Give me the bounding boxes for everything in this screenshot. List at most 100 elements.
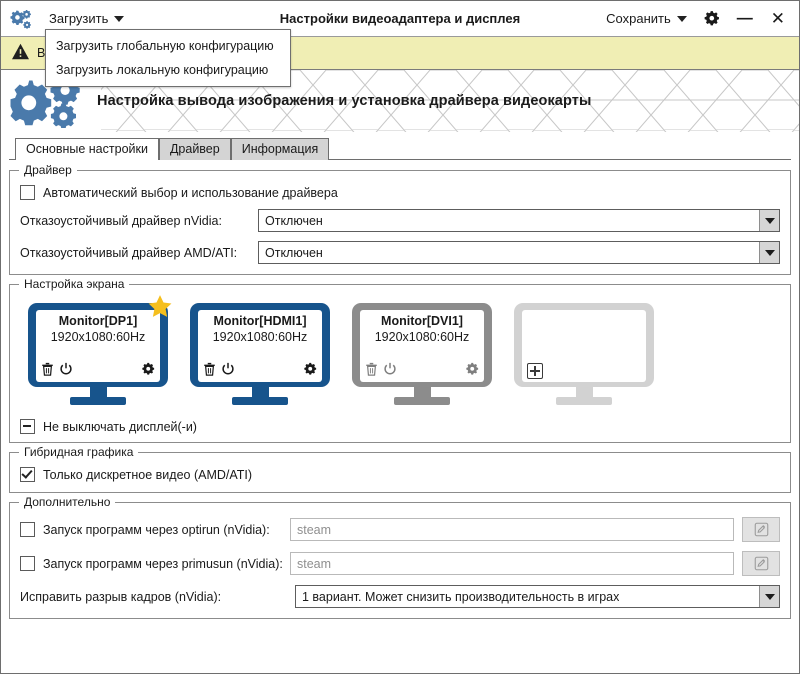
driver-group: Драйвер Автоматический выбор и использов…: [9, 163, 791, 275]
power-icon[interactable]: [59, 362, 73, 379]
minimize-button[interactable]: —: [736, 9, 753, 27]
chevron-down-icon[interactable]: [759, 586, 779, 607]
optirun-row: Запуск программ через optirun (nVidia): …: [20, 517, 780, 542]
driver-group-legend: Драйвер: [19, 163, 77, 177]
settings-gear-button[interactable]: [701, 8, 723, 30]
discrete-only-label: Только дискретное видео (AMD/ATI): [43, 467, 253, 482]
optirun-input[interactable]: steam: [290, 518, 734, 541]
menu-item-load-local[interactable]: Загрузить локальную конфигурацию: [56, 63, 269, 77]
monitor-card[interactable]: Monitor[HDMI1] 1920x1080:60Hz: [190, 303, 330, 405]
monitor-name: Monitor[DVI1]: [381, 314, 463, 328]
amd-fallback-row: Отказоустойчивый драйвер AMD/ATI: Отключ…: [20, 241, 780, 264]
monitor-neck: [413, 387, 431, 397]
trash-icon[interactable]: [365, 362, 378, 379]
add-monitor-card[interactable]: [514, 303, 654, 405]
monitor-base: [232, 397, 288, 405]
gear-icon[interactable]: [141, 362, 155, 379]
power-icon[interactable]: [221, 362, 235, 379]
gear-icon[interactable]: [465, 362, 479, 379]
primusrun-input[interactable]: steam: [290, 552, 734, 575]
tab-information[interactable]: Информация: [230, 138, 330, 160]
nvidia-fallback-row: Отказоустойчивый драйвер nVidia: Отключе…: [20, 209, 780, 232]
banner: Настройка вывода изображения и установка…: [1, 70, 799, 132]
tearfix-label: Исправить разрыв кадров (nVidia):: [20, 589, 222, 604]
advanced-group-legend: Дополнительно: [19, 495, 116, 509]
tearfix-value: 1 вариант. Может снизить производительно…: [302, 589, 620, 604]
screen-settings-group: Настройка экрана Monitor[DP1] 1920x1080:…: [9, 277, 791, 443]
power-icon[interactable]: [383, 362, 397, 379]
optirun-checkbox[interactable]: [20, 522, 35, 537]
keep-displays-on-row[interactable]: Не выключать дисплей(-и): [20, 419, 780, 434]
amd-fallback-label: Отказоустойчивый драйвер AMD/ATI:: [20, 245, 238, 260]
monitor-actions: [41, 362, 155, 379]
chevron-down-icon[interactable]: [759, 210, 779, 231]
tab-driver[interactable]: Драйвер: [158, 138, 231, 160]
tab-underline: [9, 159, 791, 160]
chevron-down-icon[interactable]: [759, 242, 779, 263]
monitor-screen[interactable]: Monitor[HDMI1] 1920x1080:60Hz: [190, 303, 330, 387]
tearfix-row: Исправить разрыв кадров (nVidia): 1 вари…: [20, 585, 780, 608]
close-button[interactable]: ✕: [770, 9, 785, 28]
monitor-screen-inner: Monitor[HDMI1] 1920x1080:60Hz: [198, 310, 322, 382]
tab-label: Информация: [241, 142, 319, 156]
discrete-only-checkbox[interactable]: [20, 467, 35, 482]
screen-group-legend: Настройка экрана: [19, 277, 130, 291]
monitor-list: Monitor[DP1] 1920x1080:60Hz: [20, 295, 780, 407]
amd-fallback-value: Отключен: [265, 245, 323, 260]
amd-fallback-select[interactable]: Отключен: [258, 241, 780, 264]
app-gears-icon: [9, 7, 33, 31]
load-menu-label: Загрузить: [49, 11, 109, 26]
discrete-only-row[interactable]: Только дискретное видео (AMD/ATI): [20, 467, 780, 482]
chevron-down-icon: [114, 15, 125, 22]
trash-icon[interactable]: [41, 362, 54, 379]
monitor-resolution: 1920x1080:60Hz: [212, 330, 308, 344]
monitor-screen-inner: Monitor[DVI1] 1920x1080:60Hz: [360, 310, 484, 382]
menu-item-load-global[interactable]: Загрузить глобальную конфигурацию: [56, 39, 274, 53]
advanced-group: Дополнительно Запуск программ через opti…: [9, 495, 791, 619]
auto-driver-row[interactable]: Автоматический выбор и использование дра…: [20, 185, 780, 200]
trash-icon[interactable]: [203, 362, 216, 379]
keep-displays-on-checkbox[interactable]: [20, 419, 35, 434]
monitor-base: [70, 397, 126, 405]
nvidia-fallback-label: Отказоустойчивый драйвер nVidia:: [20, 213, 222, 228]
add-monitor-screen[interactable]: [514, 303, 654, 387]
save-menu-button[interactable]: Сохранить: [602, 8, 691, 29]
star-icon: [146, 293, 174, 321]
monitor-screen-inner: Monitor[DP1] 1920x1080:60Hz: [36, 310, 160, 382]
monitor-base: [394, 397, 450, 405]
gear-icon[interactable]: [303, 362, 317, 379]
primusrun-edit-button[interactable]: [742, 551, 780, 576]
monitor-neck: [89, 387, 107, 397]
auto-driver-label: Автоматический выбор и использование дра…: [43, 185, 338, 200]
plus-icon[interactable]: [527, 363, 543, 379]
keep-displays-on-label: Не выключать дисплей(-и): [43, 419, 197, 434]
load-dropdown-menu[interactable]: Загрузить глобальную конфигурацию Загруз…: [45, 29, 291, 87]
tearfix-select[interactable]: 1 вариант. Может снизить производительно…: [295, 585, 780, 608]
load-menu-button[interactable]: Загрузить: [43, 8, 130, 29]
optirun-edit-button[interactable]: [742, 517, 780, 542]
primusrun-row: Запуск программ через primusun (nVidia):…: [20, 551, 780, 576]
pencil-icon: [754, 556, 768, 571]
primusrun-checkbox[interactable]: [20, 556, 35, 571]
monitor-base: [556, 397, 612, 405]
monitor-screen[interactable]: Monitor[DP1] 1920x1080:60Hz: [28, 295, 172, 387]
warning-text: В: [37, 46, 46, 60]
monitor-card[interactable]: Monitor[DVI1] 1920x1080:60Hz: [352, 303, 492, 405]
tab-main-settings[interactable]: Основные настройки: [15, 138, 159, 160]
add-monitor-actions: [527, 363, 641, 379]
primusrun-placeholder: steam: [297, 556, 332, 571]
monitor-screen[interactable]: Monitor[DVI1] 1920x1080:60Hz: [352, 303, 492, 387]
monitor-resolution: 1920x1080:60Hz: [50, 330, 146, 344]
monitor-name: Monitor[DP1]: [58, 314, 138, 328]
tab-label: Основные настройки: [26, 142, 148, 156]
warning-triangle-icon: [11, 43, 30, 63]
save-menu-label: Сохранить: [606, 11, 671, 26]
pencil-icon: [754, 522, 768, 537]
add-monitor-inner: [522, 310, 646, 382]
nvidia-fallback-select[interactable]: Отключен: [258, 209, 780, 232]
tab-bar: Основные настройки Драйвер Информация: [1, 138, 799, 160]
monitor-resolution: 1920x1080:60Hz: [374, 330, 470, 344]
auto-driver-checkbox[interactable]: [20, 185, 35, 200]
nvidia-fallback-value: Отключен: [265, 213, 323, 228]
monitor-card[interactable]: Monitor[DP1] 1920x1080:60Hz: [28, 295, 172, 405]
